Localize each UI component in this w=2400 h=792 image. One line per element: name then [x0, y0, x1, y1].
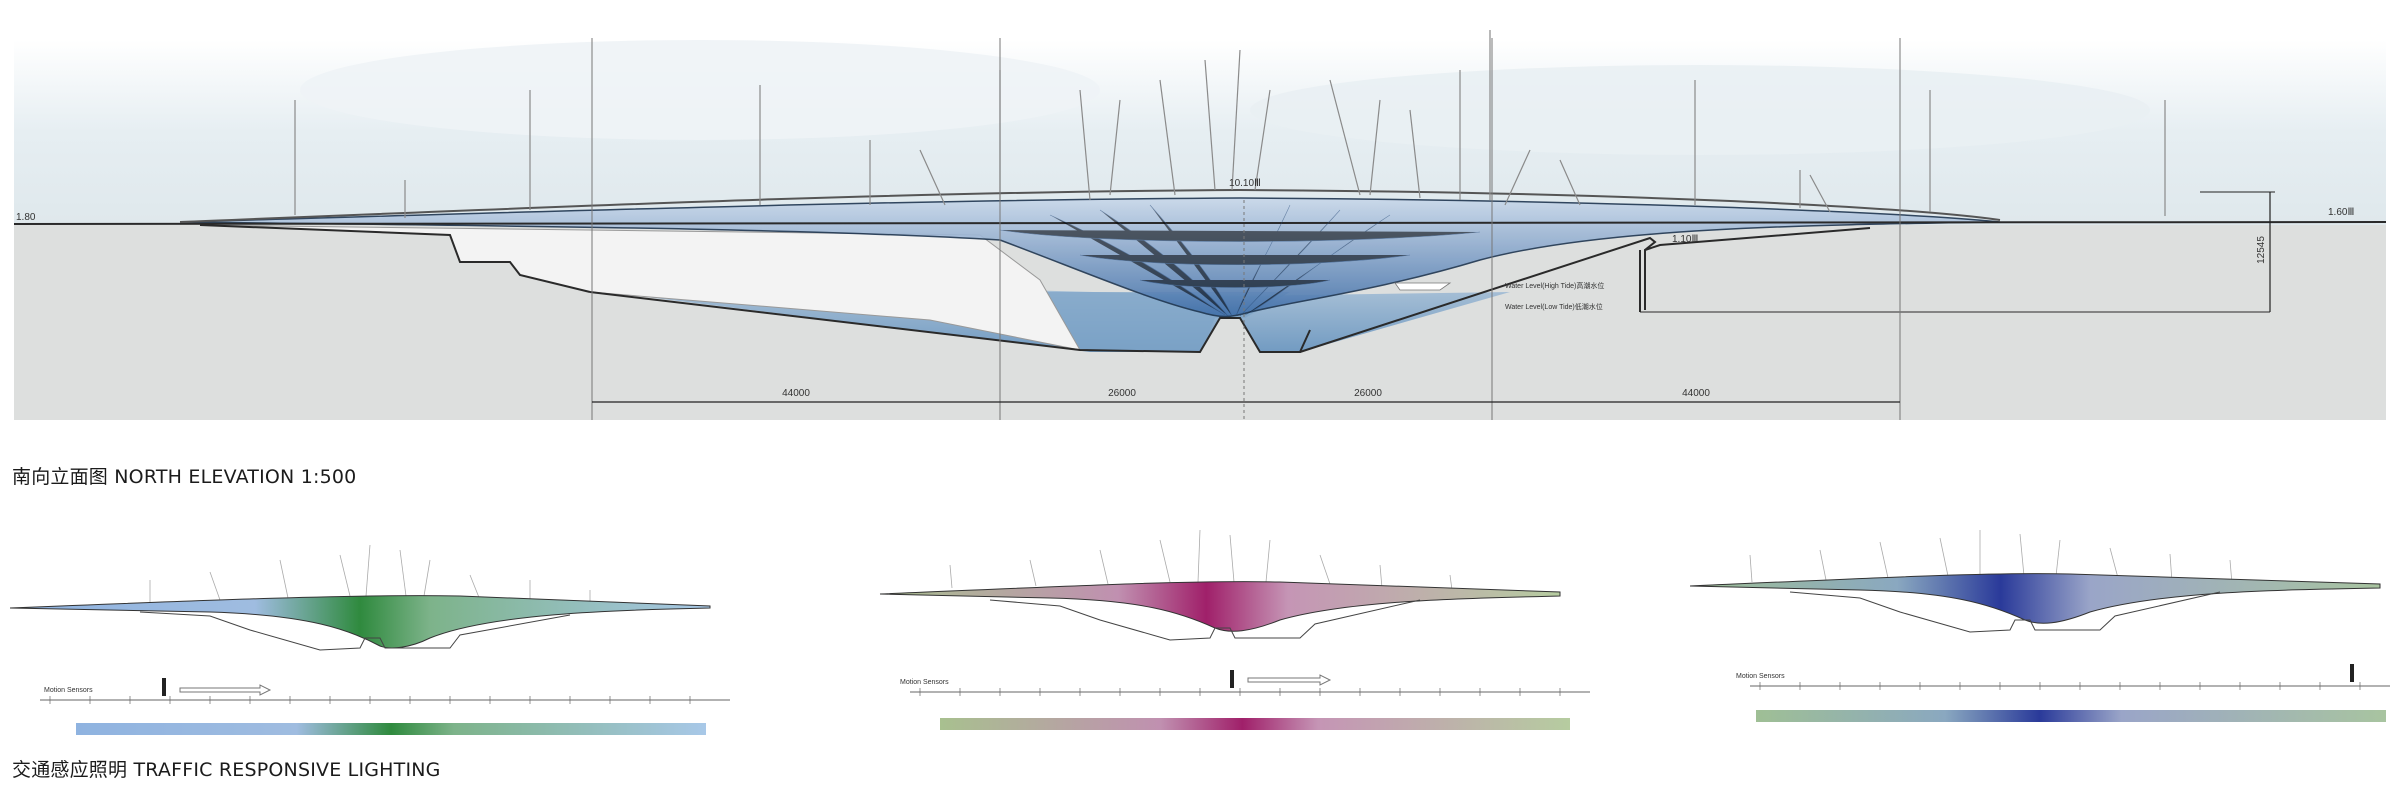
main-elevation-caption: 南向立面图 NORTH ELEVATION 1:500 [12, 466, 357, 488]
pedestrian-icon [1230, 670, 1234, 688]
span-dim-2: 26000 [1108, 388, 1136, 399]
bridge-deck-canopy [179, 197, 2001, 318]
bridge-masts [294, 30, 2166, 218]
pedestrian-icon [162, 678, 166, 696]
pedestrian-icon [2350, 664, 2354, 682]
direction-arrow [1247, 674, 1332, 686]
level-abutment: 1.10Ⅲ [1672, 234, 1698, 245]
light-color-bar-3 [1756, 710, 2386, 722]
traffic-lighting-panel-3: Motion Sensors [1690, 530, 2390, 722]
traffic-lighting-panel-1: Motion Sensors [10, 544, 730, 735]
height-dimension: 12545 [2256, 236, 2267, 264]
span-dim-4: 44000 [1682, 388, 1710, 399]
span-dim-3: 26000 [1354, 388, 1382, 399]
motion-sensor-label: Motion Sensors [44, 687, 93, 694]
direction-arrow [179, 684, 272, 696]
water-level-high: Water Level(High Tide)高潮水位 [1505, 281, 1604, 290]
traffic-lighting-caption: 交通感应照明 TRAFFIC RESPONSIVE LIGHTING [12, 759, 441, 781]
water-level-low: Water Level(Low Tide)低潮水位 [1505, 302, 1603, 311]
motion-sensor-label: Motion Sensors [1736, 673, 1785, 680]
traffic-lighting-panel-2: Motion Sensors [879, 529, 1590, 730]
light-color-bar-1 [76, 723, 706, 735]
light-color-bar-2 [940, 718, 1570, 730]
level-left: 1.80 [16, 212, 36, 223]
level-right: 1.60Ⅲ [2328, 207, 2354, 218]
level-center: 10.10Ⅲ [1229, 178, 1261, 189]
motion-sensor-label: Motion Sensors [900, 679, 949, 686]
span-dim-1: 44000 [782, 388, 810, 399]
north-elevation-drawing: 12545 44000 26000 26000 44000 1.80 10.10… [13, 30, 2387, 420]
boat-icon [1394, 282, 1452, 291]
